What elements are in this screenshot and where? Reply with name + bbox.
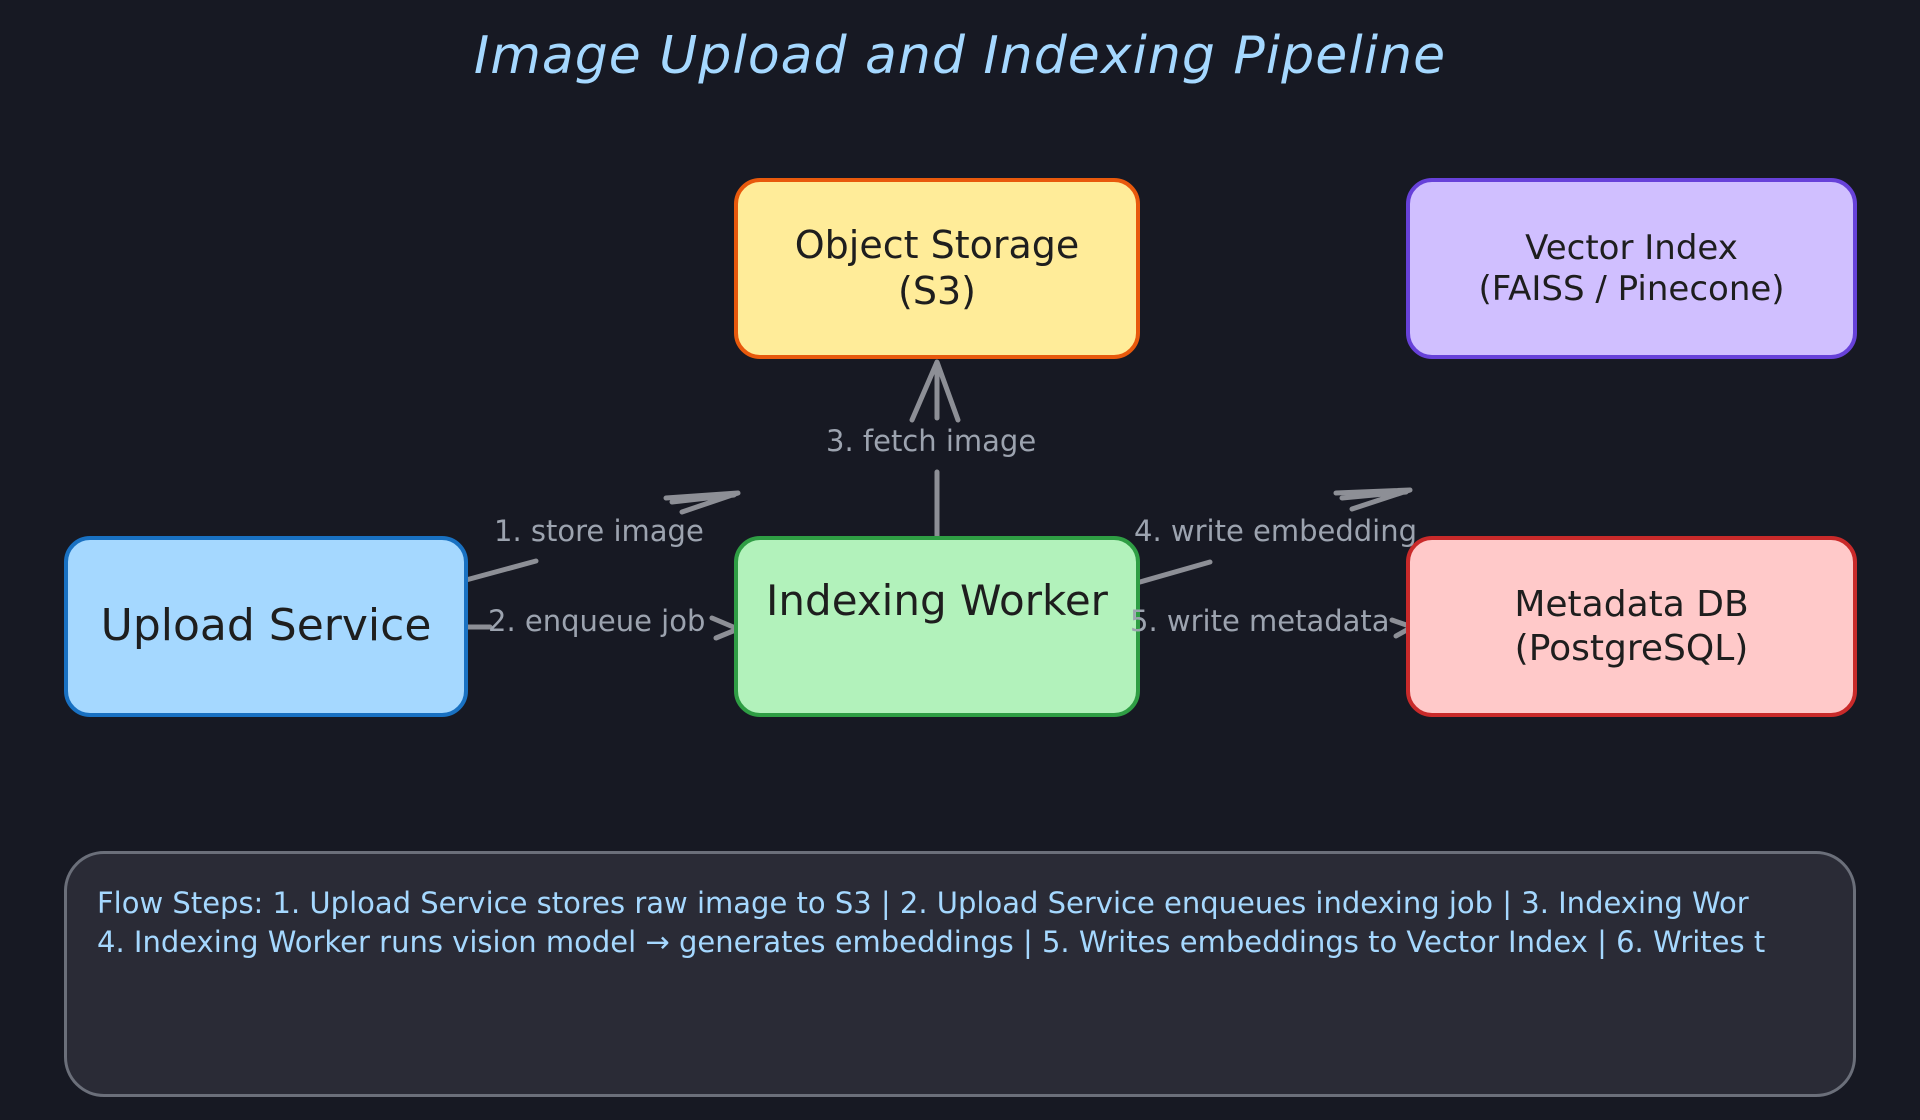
vector-index-sublabel: (FAISS / Pinecone) (1478, 268, 1785, 309)
edge-label-fetch-image: 3. fetch image (826, 424, 1037, 458)
edge-store-image (463, 558, 539, 583)
diagram-title: Image Upload and Indexing Pipeline (473, 26, 1447, 86)
edge-label-store-image: 1. store image (494, 514, 704, 548)
flow-steps-note: Flow Steps: 1. Upload Service stores raw… (64, 851, 1856, 1097)
flow-steps-text: Flow Steps: 1. Upload Service stores raw… (97, 884, 1765, 962)
metadata-db-sublabel: (PostgreSQL) (1514, 627, 1749, 669)
metadata-db-label: Metadata DB (1514, 584, 1749, 626)
edge-write-embedding-arrowhead (1333, 487, 1413, 512)
upload-service-label: Upload Service (100, 600, 432, 652)
flow-steps-line-1: Flow Steps: 1. Upload Service stores raw… (97, 886, 1749, 920)
edge-label-enqueue-job: 2. enqueue job (488, 604, 706, 638)
flow-steps-line-2: 4. Indexing Worker runs vision model → g… (97, 925, 1766, 959)
edge-label-write-embedding: 4. write embedding (1134, 514, 1418, 548)
edge-fetch-image-arrowhead (909, 359, 961, 423)
object-storage-node[interactable]: Object Storage (S3) (734, 178, 1140, 359)
vector-index-label: Vector Index (1525, 227, 1738, 268)
upload-service-node[interactable]: Upload Service (64, 536, 468, 717)
vector-index-node[interactable]: Vector Index (FAISS / Pinecone) (1406, 178, 1857, 359)
edge-write-embedding (1137, 559, 1213, 585)
indexing-worker-node[interactable]: Indexing Worker (734, 536, 1140, 717)
object-storage-label: Object Storage (794, 222, 1080, 267)
edge-store-image-arrowhead (663, 490, 741, 515)
indexing-worker-label: Indexing Worker (766, 576, 1108, 625)
edge-label-write-metadata: 5. write metadata (1130, 604, 1390, 638)
metadata-db-node[interactable]: Metadata DB (PostgreSQL) (1406, 536, 1857, 717)
object-storage-sublabel: (S3) (898, 268, 976, 313)
